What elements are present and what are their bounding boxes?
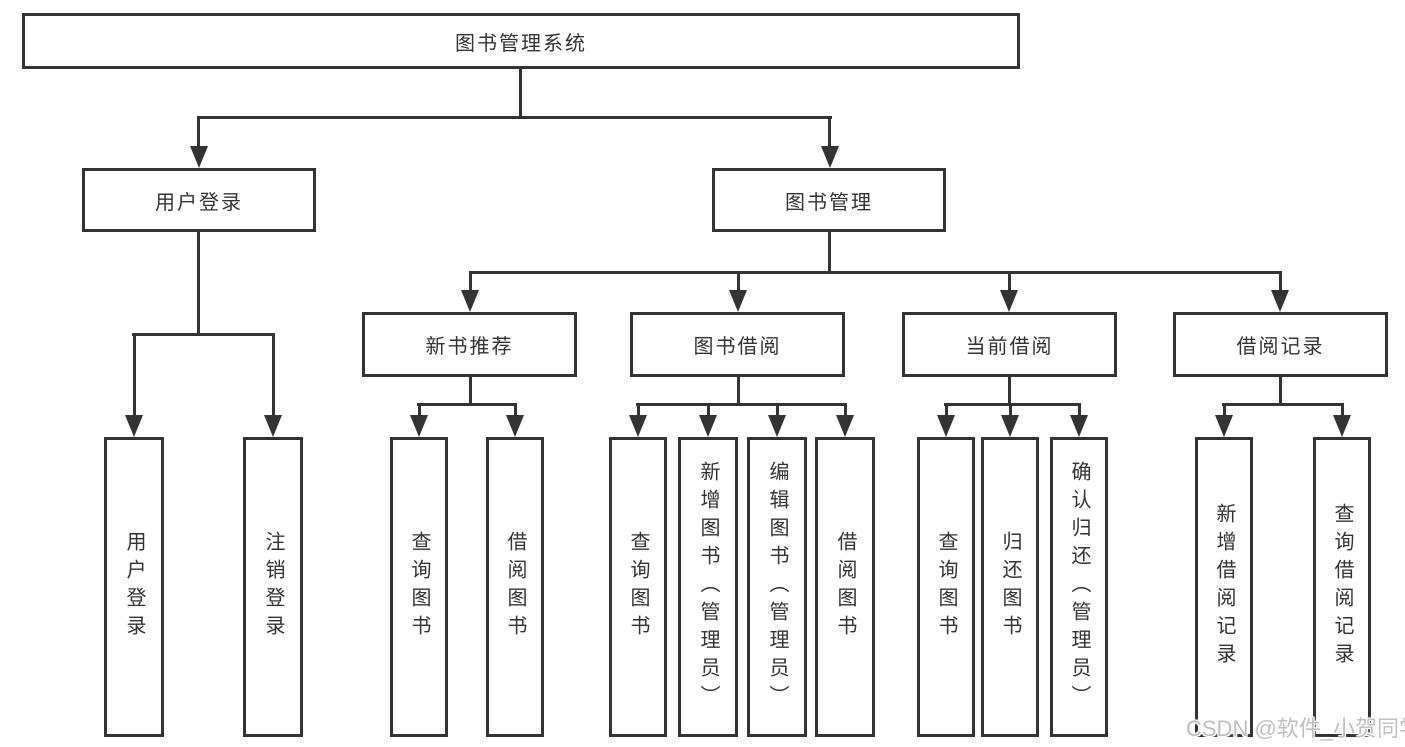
node-current-borrowing: 当前借阅: [902, 312, 1117, 377]
connector-current-stub-3: [1078, 403, 1081, 417]
leaf-add-borrow-record: 新增借阅记录: [1195, 437, 1253, 737]
leaf-borrow-books-borrowing: 借阅图书: [815, 437, 875, 737]
leaf-logout: 注销登录: [243, 437, 303, 737]
connector-borrowing-stub-2: [707, 403, 710, 417]
arrowhead-down-icon: [1001, 415, 1019, 437]
connector-current-stub-2: [1009, 403, 1012, 417]
leaf-add-book-admin-label: 新增图书（管理员）: [697, 461, 719, 713]
node-library-system-label: 图书管理系统: [455, 32, 587, 55]
arrowhead-down-icon: [410, 415, 428, 437]
connector-recommend-vline: [469, 376, 472, 404]
connector-recommend-stub-2: [514, 403, 517, 417]
connector-current-stub-1: [945, 403, 948, 417]
connector-records-stub-1: [1223, 403, 1226, 417]
connector-root-vline: [519, 68, 522, 118]
leaf-query-borrow-record-label: 查询借阅记录: [1331, 503, 1353, 671]
connector-recommend-hbar: [417, 403, 517, 406]
connector-records-vline: [1279, 376, 1282, 404]
leaf-borrow-books-recommend-label: 借阅图书: [504, 531, 526, 643]
arrowhead-down-icon: [836, 415, 854, 437]
node-user-login-label: 用户登录: [155, 191, 243, 214]
leaf-query-books-current-label: 查询图书: [935, 531, 957, 643]
arrowhead-down-icon: [190, 146, 208, 168]
node-book-borrowing-label: 图书借阅: [693, 336, 782, 358]
arrowhead-down-icon: [1000, 290, 1018, 312]
leaf-user-login: 用户登录: [104, 437, 164, 737]
leaf-query-books-borrowing-label: 查询图书: [627, 531, 649, 643]
arrowhead-down-icon: [699, 415, 717, 437]
connector-root-hbar: [197, 116, 832, 119]
connector-borrowing-stub-1: [637, 403, 640, 417]
arrowhead-down-icon: [729, 290, 747, 312]
leaf-return-book-label: 归还图书: [999, 531, 1021, 643]
connector-bookmgmt-stub-4: [1279, 271, 1282, 291]
arrowhead-down-icon: [264, 415, 282, 437]
leaf-user-login-label: 用户登录: [123, 531, 145, 643]
connector-bookmgmt-stub-3: [1008, 271, 1011, 291]
arrowhead-down-icon: [937, 415, 955, 437]
arrowhead-down-icon: [1271, 290, 1289, 312]
arrowhead-down-icon: [629, 415, 647, 437]
connector-userlogin-vline: [197, 232, 200, 334]
connector-current-vline: [1008, 376, 1011, 404]
leaf-confirm-return-admin: 确认归还（管理员）: [1050, 437, 1108, 737]
leaf-edit-book-admin: 编辑图书（管理员）: [747, 437, 807, 737]
arrowhead-down-icon: [821, 146, 839, 168]
arrowhead-down-icon: [125, 415, 143, 437]
leaf-borrow-books-recommend: 借阅图书: [486, 437, 544, 737]
connector-userlogin-hbar: [132, 333, 275, 336]
arrowhead-down-icon: [1333, 415, 1351, 437]
connector-borrowing-stub-4: [844, 403, 847, 417]
leaf-query-books-recommend: 查询图书: [390, 437, 448, 737]
connector-bookmgmt-vline: [828, 232, 831, 272]
connector-root-stub-left: [197, 116, 200, 148]
arrowhead-down-icon: [768, 415, 786, 437]
arrowhead-down-icon: [506, 415, 524, 437]
node-library-system: 图书管理系统: [22, 13, 1020, 69]
connector-current-hbar: [944, 403, 1081, 406]
node-book-borrowing: 图书借阅: [630, 312, 845, 377]
node-user-login: 用户登录: [82, 168, 316, 232]
csdn-watermark: CSDN @软件_小贺同学: [1186, 716, 1405, 741]
connector-records-stub-2: [1341, 403, 1344, 417]
leaf-return-book: 归还图书: [981, 437, 1039, 737]
leaf-query-books-borrowing: 查询图书: [609, 437, 667, 737]
connector-recommend-stub-1: [418, 403, 421, 417]
arrowhead-down-icon: [1070, 415, 1088, 437]
node-current-borrowing-label: 当前借阅: [965, 336, 1054, 358]
node-book-management: 图书管理: [712, 168, 946, 232]
node-borrowing-records: 借阅记录: [1173, 312, 1388, 377]
node-new-book-recommend: 新书推荐: [362, 312, 577, 377]
node-borrowing-records-label: 借阅记录: [1236, 336, 1325, 358]
connector-bookmgmt-hbar: [469, 271, 1281, 274]
connector-bookmgmt-stub-2: [737, 271, 740, 291]
arrowhead-down-icon: [1215, 415, 1233, 437]
leaf-query-books-current: 查询图书: [917, 437, 975, 737]
arrowhead-down-icon: [461, 290, 479, 312]
leaf-confirm-return-admin-label: 确认归还（管理员）: [1068, 461, 1090, 713]
leaf-add-borrow-record-label: 新增借阅记录: [1213, 503, 1235, 671]
connector-records-hbar: [1222, 403, 1343, 406]
leaf-borrow-books-borrowing-label: 借阅图书: [834, 531, 856, 643]
leaf-add-book-admin: 新增图书（管理员）: [678, 437, 738, 737]
connector-userlogin-stub-2: [272, 333, 275, 415]
node-book-management-label: 图书管理: [785, 191, 873, 214]
connector-borrowing-stub-3: [776, 403, 779, 417]
connector-userlogin-stub-1: [133, 333, 136, 415]
node-new-book-recommend-label: 新书推荐: [425, 336, 514, 358]
connector-root-stub-right: [828, 116, 831, 148]
leaf-query-borrow-record: 查询借阅记录: [1313, 437, 1371, 737]
connector-borrowing-hbar: [636, 403, 846, 406]
leaf-query-books-recommend-label: 查询图书: [408, 531, 430, 643]
connector-borrowing-vline: [737, 376, 740, 404]
connector-bookmgmt-stub-1: [469, 271, 472, 291]
leaf-edit-book-admin-label: 编辑图书（管理员）: [766, 461, 788, 713]
leaf-logout-label: 注销登录: [262, 531, 284, 643]
